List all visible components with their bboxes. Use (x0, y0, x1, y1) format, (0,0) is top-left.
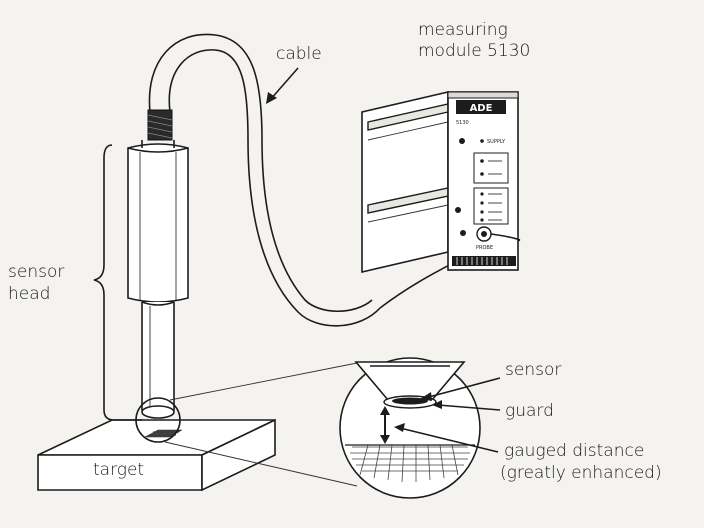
sensor-head (127, 109, 189, 419)
magnifier-projection-lines (164, 362, 358, 487)
sensor-label: sensor (505, 360, 562, 380)
sensor-head-label-line2: head (8, 284, 51, 304)
measuring-module-label-line2: module 5130 (418, 41, 531, 61)
label-pointers (266, 67, 501, 453)
magnifier-small-circle (135, 397, 181, 443)
gauged-distance-label-line2: (greatly enhanced) (500, 463, 662, 483)
gauged-distance-label-line1: gauged distance (504, 441, 645, 461)
module-model: 5130 (456, 120, 469, 126)
magnifier-large-circle (339, 357, 481, 499)
target-block (37, 418, 276, 492)
sensor-head-bracket (93, 144, 142, 421)
measuring-module: ADE 5130 SUPPLY PROBE (361, 90, 521, 274)
module-brand: ADE (470, 103, 493, 114)
measuring-module-label-line1: measuring (418, 20, 508, 40)
module-probe-label: PROBE (476, 245, 493, 251)
target-label: target (93, 460, 145, 480)
cable-label: cable (276, 44, 322, 64)
sensor-head-label-line1: sensor (8, 262, 65, 282)
guard-label: guard (505, 401, 554, 421)
module-supply-label: SUPPLY (487, 139, 506, 145)
magnified-target-grid (350, 444, 470, 483)
